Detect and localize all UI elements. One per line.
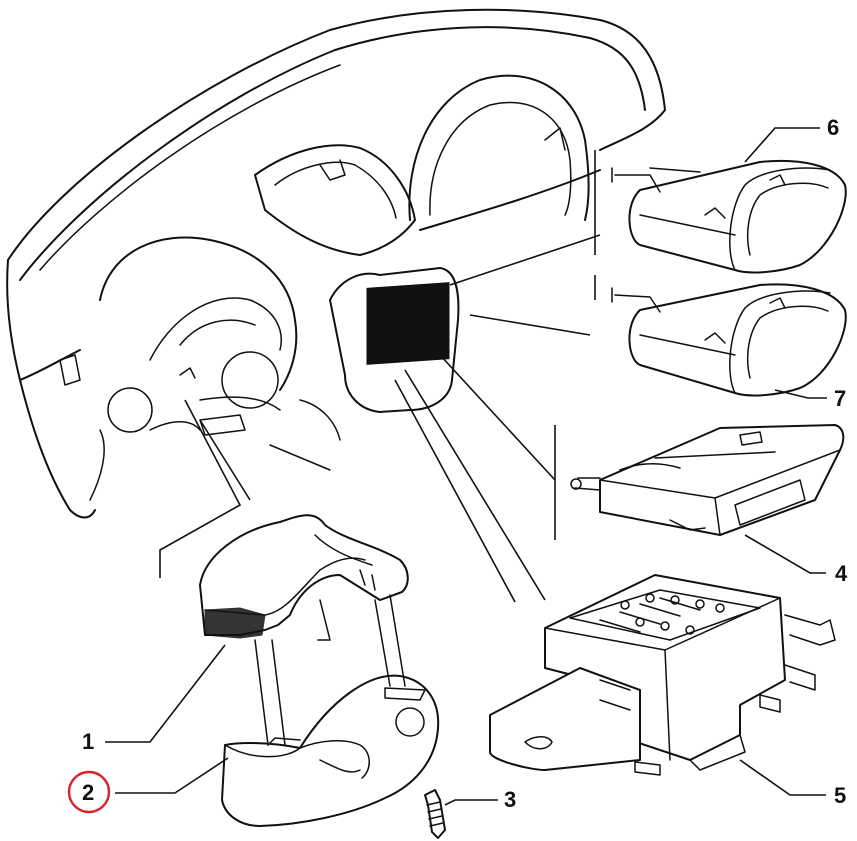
callout-6: 6 bbox=[827, 115, 839, 140]
callout-2: 2 bbox=[82, 780, 94, 805]
dashboard bbox=[6, 8, 666, 519]
callout-3: 3 bbox=[504, 787, 516, 812]
part-3-screw bbox=[424, 789, 446, 839]
callout-5: 5 bbox=[834, 783, 846, 808]
callout-leaders bbox=[105, 127, 827, 806]
part-5-mounting-bracket bbox=[489, 574, 836, 776]
callout-1: 1 bbox=[82, 729, 94, 754]
callout-labels: 1 2 3 4 5 6 7 bbox=[67, 115, 848, 814]
explode-lines bbox=[159, 150, 601, 603]
part-2-lower-column-shroud bbox=[221, 594, 440, 827]
callout-7: 7 bbox=[834, 386, 846, 411]
part-4-storage-tray bbox=[570, 424, 845, 536]
part-1-upper-column-shroud bbox=[199, 514, 409, 641]
callout-2-highlight-ring bbox=[67, 770, 111, 814]
part-6-air-vent-upper bbox=[611, 159, 847, 274]
part-7-air-vent-lower bbox=[611, 283, 847, 397]
callout-4: 4 bbox=[835, 561, 848, 586]
